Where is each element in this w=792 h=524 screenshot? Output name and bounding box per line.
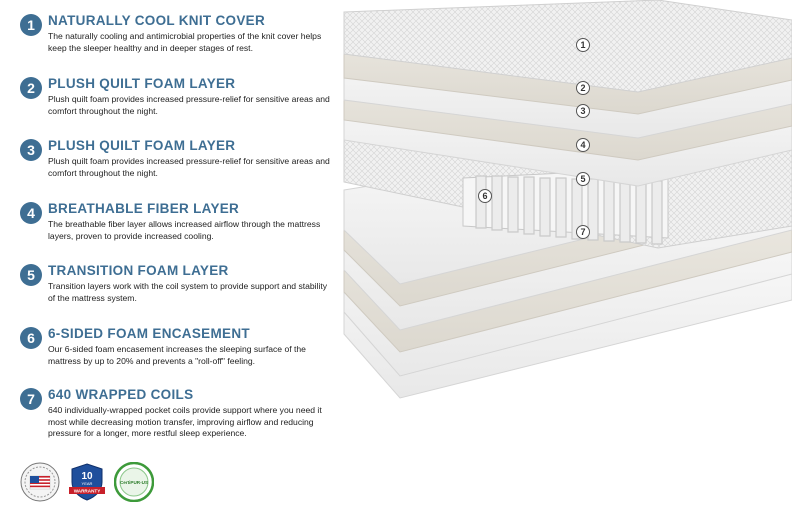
feature-title: 6-SIDED FOAM ENCASEMENT	[48, 326, 250, 341]
warranty-label: WARRANTY	[74, 488, 101, 493]
layer-marker-1: 1	[576, 38, 590, 52]
feature-number-badge: 6	[20, 327, 42, 349]
feature-description: Our 6-sided foam encasement increases th…	[48, 344, 306, 366]
certification-badges: 10 YEAR WARRANTY CertiPUR-US	[20, 462, 160, 504]
feature-title: TRANSITION FOAM LAYER	[48, 263, 229, 278]
feature-title: NATURALLY COOL KNIT COVER	[48, 13, 266, 28]
feature-title: PLUSH QUILT FOAM LAYER	[48, 138, 236, 153]
warranty-shield-icon: 10 YEAR WARRANTY	[69, 463, 105, 501]
layer-marker-2: 2	[576, 81, 590, 95]
feature-description: Transition layers work with the coil sys…	[48, 281, 328, 303]
feature-description: The breathable fiber layer allows increa…	[48, 219, 321, 241]
feature-number-badge: 4	[20, 202, 42, 224]
feature-number-badge: 5	[20, 264, 42, 286]
feature-number-badge: 1	[20, 14, 42, 36]
layer-marker-4: 4	[576, 138, 590, 152]
layer-marker-7: 7	[576, 225, 590, 239]
feature-title: 640 WRAPPED COILS	[48, 387, 194, 402]
warranty-years: 10	[81, 471, 93, 482]
feature-description: Plush quilt foam provides increased pres…	[48, 94, 330, 116]
feature-description: 640 individually-wrapped pocket coils pr…	[48, 405, 322, 438]
feature-title: PLUSH QUILT FOAM LAYER	[48, 76, 236, 91]
feature-description: The naturally cooling and antimicrobial …	[48, 31, 322, 53]
layer-marker-3: 3	[576, 104, 590, 118]
feature-description: Plush quilt foam provides increased pres…	[48, 156, 330, 178]
certipur-seal-icon: CertiPUR-US	[114, 462, 154, 502]
mattress-layers-diagram: 1 2 3 4 5 6 7	[338, 0, 792, 519]
usa-flag-seal-icon	[20, 462, 60, 502]
feature-number-badge: 7	[20, 388, 42, 410]
feature-number-badge: 2	[20, 77, 42, 99]
feature-number-badge: 3	[20, 139, 42, 161]
warranty-year-label: YEAR	[82, 481, 93, 486]
layer-marker-5: 5	[576, 172, 590, 186]
feature-title: BREATHABLE FIBER LAYER	[48, 201, 240, 216]
certipur-label: CertiPUR-US	[120, 480, 148, 485]
layer-marker-6: 6	[478, 189, 492, 203]
mattress-layers-illustration	[343, 0, 792, 399]
